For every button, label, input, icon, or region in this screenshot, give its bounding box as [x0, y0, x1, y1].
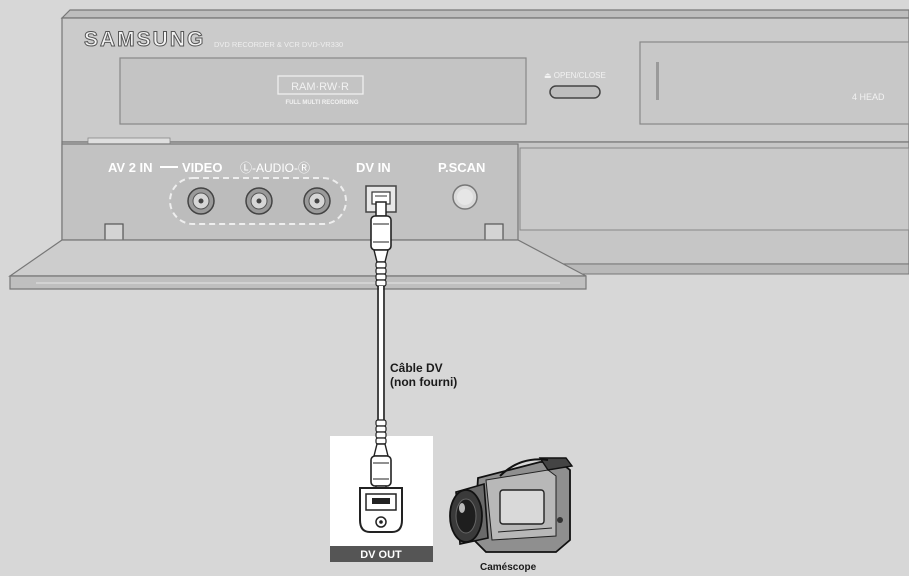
- cable-label-line2: (non fourni): [390, 375, 457, 389]
- front-lid[interactable]: [8, 239, 587, 277]
- dvin-label: DV IN: [356, 160, 391, 175]
- open-close-button[interactable]: [549, 85, 601, 99]
- pscan-button[interactable]: [452, 184, 478, 210]
- disc-logo-sub: FULL MULTI RECORDING: [285, 100, 358, 106]
- disc-logo: RAM·RW·R: [291, 81, 349, 93]
- vcr-flap-mark: [656, 62, 659, 100]
- top-plug-tip: [375, 201, 387, 217]
- camcorder: Caméscope: [449, 457, 574, 573]
- av2in-label: AV 2 IN: [108, 160, 153, 175]
- camcorder-lcd-icon: [499, 489, 545, 525]
- front-panel: AV 2 IN VIDEO Ⓛ-AUDIO-Ⓡ DV IN P.SCAN: [8, 143, 587, 290]
- audio-right-jack[interactable]: [303, 187, 331, 215]
- disc-tray[interactable]: [119, 57, 527, 125]
- vcr-label: 4 HEAD: [852, 92, 885, 102]
- dv-out-panel: DV OUT: [330, 419, 433, 562]
- dv-out-label-bar: [330, 546, 433, 562]
- open-close-label: ⏏ OPEN/CLOSE: [544, 71, 606, 80]
- front-ledge: [87, 137, 171, 145]
- camcorder-viewfinder: [538, 457, 574, 471]
- model-text: DVD RECORDER & VCR DVD-VR330: [214, 40, 343, 49]
- audio-left-jack[interactable]: [245, 187, 273, 215]
- pscan-label: P.SCAN: [438, 160, 485, 175]
- dv-out-label: DV OUT: [360, 549, 402, 561]
- camcorder-label: Caméscope: [480, 562, 537, 573]
- audio-label: Ⓛ-AUDIO-Ⓡ: [240, 161, 310, 175]
- video-jack[interactable]: [187, 187, 215, 215]
- lower-right-panel: [519, 147, 909, 231]
- recorder-top-edge: [60, 9, 909, 19]
- brand-logo: SAMSUNG: [84, 28, 205, 51]
- cable-label-line1: Câble DV: [390, 361, 443, 375]
- dv-cable: Câble DV (non fourni): [370, 201, 457, 420]
- top-plug-body: [370, 215, 392, 251]
- disc-logo-frame: [277, 75, 364, 95]
- vcr-slot[interactable]: [639, 41, 909, 125]
- bottom-plug-body: [370, 455, 392, 487]
- video-label: VIDEO: [182, 160, 222, 175]
